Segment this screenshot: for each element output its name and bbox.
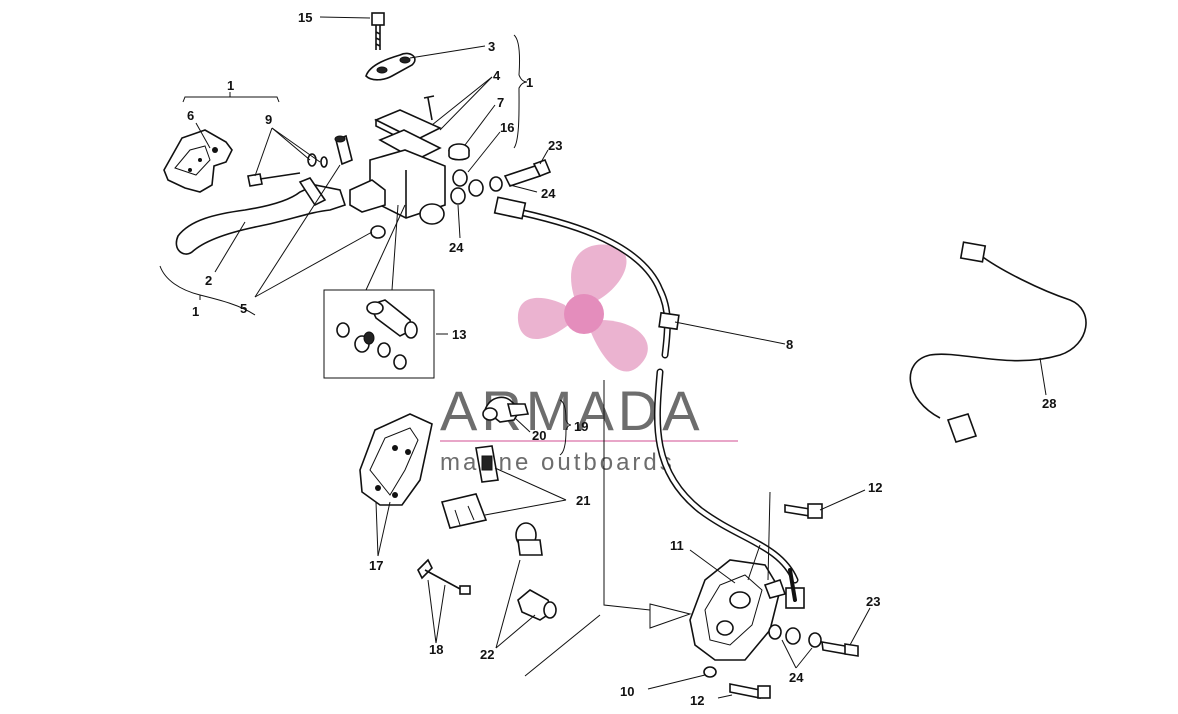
brake-light-switch	[909, 241, 1087, 443]
callout-2: 2	[205, 273, 212, 288]
callout-8: 8	[786, 337, 793, 352]
watermark-tagline: marine outboards	[440, 449, 675, 476]
callout-3: 3	[488, 39, 495, 54]
pad-pin	[417, 558, 471, 595]
armada-watermark: ARMADA marine outboards	[440, 244, 738, 476]
dust-boots	[515, 522, 557, 621]
callout-7: 7	[497, 95, 504, 110]
callout-13: 13	[452, 327, 466, 342]
callout-10: 10	[620, 684, 634, 699]
callout-1-left: 1	[192, 304, 199, 319]
callout-18: 18	[429, 642, 443, 657]
callout-23-top: 23	[548, 138, 562, 153]
caliper-bracket	[359, 413, 433, 506]
callout-9: 9	[265, 112, 272, 127]
callout-24-bottom: 24	[789, 670, 804, 685]
callout-28: 28	[1042, 396, 1056, 411]
lever-bracket	[163, 129, 233, 193]
callout-16: 16	[500, 120, 514, 135]
screws	[247, 153, 328, 187]
leader-lines	[195, 16, 1047, 699]
callout-21: 21	[576, 493, 590, 508]
callout-12-bottom: 12	[690, 693, 704, 708]
callout-20: 20	[532, 428, 546, 443]
bleeder-assembly	[482, 396, 530, 423]
callout-6: 6	[187, 108, 194, 123]
callout-24-top-left: 24	[449, 240, 464, 255]
callout-11: 11	[670, 538, 684, 553]
callout-5: 5	[240, 301, 247, 316]
brake-caliper	[689, 503, 859, 699]
callout-1-top: 1	[227, 78, 234, 93]
master-cylinder	[334, 12, 552, 239]
callout-4: 4	[493, 68, 501, 83]
callout-23-bottom: 23	[866, 594, 880, 609]
propeller-logo-icon	[517, 244, 648, 372]
callout-19: 19	[574, 419, 588, 434]
callout-24-top-right: 24	[541, 186, 556, 201]
callout-22: 22	[480, 647, 494, 662]
group-brackets	[159, 34, 572, 456]
callout-1-right: 1	[526, 75, 533, 90]
brake-pads	[440, 445, 499, 529]
callout-12-top: 12	[868, 480, 882, 495]
callout-17: 17	[369, 558, 383, 573]
callout-labels: 15 3 4 1 1 7 16 23 24 24 6 9 2 1 5 13 8 …	[187, 10, 1056, 708]
piston-kit	[323, 289, 435, 379]
callout-15: 15	[298, 10, 312, 25]
watermark-brand: ARMADA	[440, 379, 704, 442]
